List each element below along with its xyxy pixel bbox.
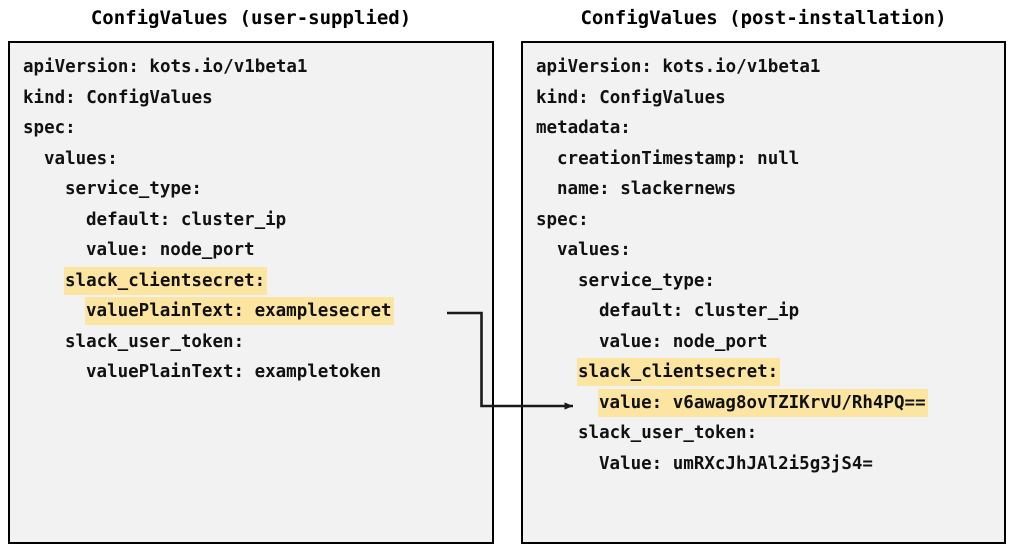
code-line-text-highlighted: value: v6awag8ovTZIKrvU/Rh4PQ== (598, 388, 928, 417)
code-line: values: (22, 144, 490, 175)
code-line: value: node_port (22, 235, 490, 266)
code-line: service_type: (22, 174, 490, 205)
code-box-user-supplied: apiVersion: kots.io/v1beta1 kind: ConfigV… (8, 41, 494, 544)
code-line: Value: umRXcJhJAl2i5g3jS4= (535, 449, 1002, 480)
code-line: value: node_port (535, 327, 1002, 358)
code-line: slack_clientsecret: (22, 266, 490, 297)
code-line: service_type: (535, 266, 1002, 297)
code-line-text: slack_user_token: (578, 423, 758, 443)
code-line: spec: (22, 113, 490, 144)
code-content-post-installation: apiVersion: kots.io/v1beta1 kind: ConfigV… (535, 52, 1002, 479)
code-line: default: cluster_ip (22, 205, 490, 236)
code-line: values: (535, 235, 1002, 266)
code-line: default: cluster_ip (535, 296, 1002, 327)
code-line-text: spec: (23, 118, 76, 138)
code-line-text: values: (44, 148, 118, 169)
code-line-text: default: cluster_ip (86, 209, 287, 230)
code-line: kind: ConfigValues (535, 83, 1002, 114)
code-line-text: service_type: (578, 270, 715, 291)
code-line: name: slackernews (535, 174, 1002, 205)
panel-title-user-supplied: ConfigValues (user-supplied) (90, 7, 412, 29)
code-line-text-highlighted: slack_clientsecret: (577, 358, 781, 386)
code-line-text: valuePlainText: exampletoken (86, 362, 382, 382)
code-line-text: apiVersion: kots.io/v1beta1 (536, 57, 821, 77)
code-content-user-supplied: apiVersion: kots.io/v1beta1 kind: ConfigV… (22, 52, 490, 388)
code-line-text: default: cluster_ip (599, 301, 800, 321)
code-line: apiVersion: kots.io/v1beta1 (22, 52, 490, 83)
code-line: metadata: (535, 113, 1002, 144)
code-line-text: values: (557, 240, 631, 260)
code-line-text-highlighted: valuePlainText: examplesecret (85, 297, 394, 325)
code-line: kind: ConfigValues (22, 83, 490, 114)
code-line-text: metadata: (536, 118, 631, 138)
code-line-text: kind: ConfigValues (536, 87, 726, 108)
code-line: slack_user_token: (535, 418, 1002, 449)
code-line-text: kind: ConfigValues (23, 87, 213, 108)
code-line-text: value: node_port (86, 240, 255, 260)
code-line-text: Value: umRXcJhJAl2i5g3jS4= (599, 453, 873, 474)
code-line: apiVersion: kots.io/v1beta1 (535, 52, 1002, 83)
code-line-text: service_type: (65, 179, 202, 199)
panel-title-post-installation: ConfigValues (post-installation) (580, 7, 947, 29)
code-line: valuePlainText: examplesecret (22, 296, 490, 327)
code-line: slack_user_token: (22, 327, 490, 358)
code-line: value: v6awag8ovTZIKrvU/Rh4PQ== (535, 388, 1002, 419)
code-line-text: slack_user_token: (65, 331, 245, 352)
code-line: valuePlainText: exampletoken (22, 357, 490, 388)
code-line: creationTimestamp: null (535, 144, 1002, 175)
code-box-post-installation: apiVersion: kots.io/v1beta1 kind: ConfigV… (521, 41, 1006, 544)
code-line-text-highlighted: slack_clientsecret: (64, 266, 268, 295)
code-line-text: name: slackernews (557, 179, 737, 199)
code-line-text: spec: (536, 209, 589, 230)
code-line-text: apiVersion: kots.io/v1beta1 (23, 57, 308, 77)
code-line-text: creationTimestamp: null (557, 148, 800, 169)
code-line-text: value: node_port (599, 331, 768, 352)
code-line: spec: (535, 205, 1002, 236)
code-line: slack_clientsecret: (535, 357, 1002, 388)
